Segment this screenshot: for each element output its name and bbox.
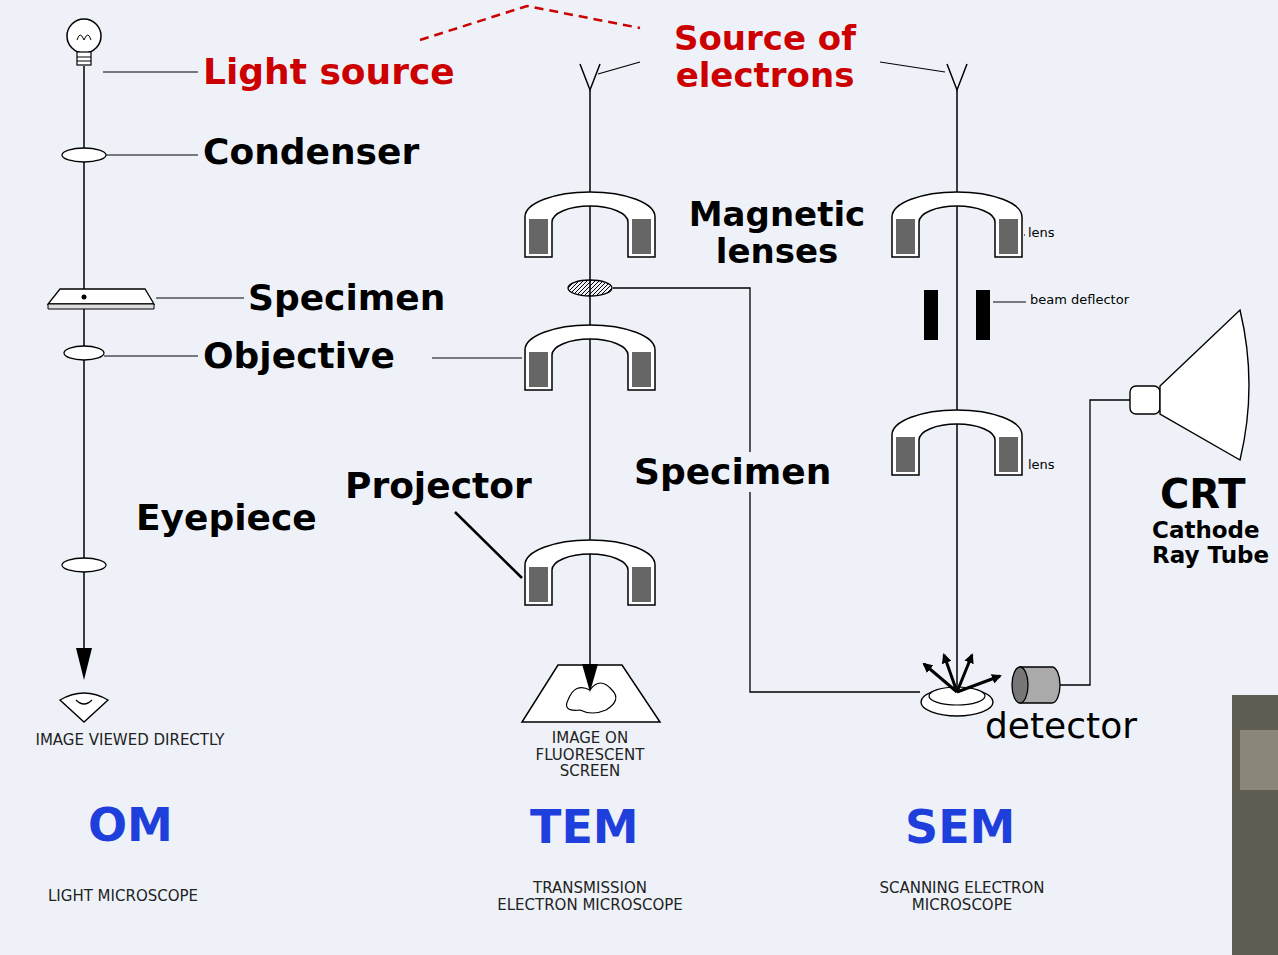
leader-line xyxy=(455,512,522,578)
specimen-dot xyxy=(82,295,87,300)
part-label: Cathode Ray Tube xyxy=(1152,518,1274,569)
small-part-label: beam deflector xyxy=(1030,293,1129,307)
leader-line xyxy=(1024,235,1025,236)
specimen-holder xyxy=(921,688,993,716)
microscope-name: SCANNING ELECTRON MICROSCOPE xyxy=(866,880,1058,913)
arrowhead xyxy=(582,664,598,692)
part-label: Condenser xyxy=(203,132,419,172)
microscope-name: TRANSMISSION ELECTRON MICROSCOPE xyxy=(494,880,686,913)
bulb-base xyxy=(77,52,91,65)
leader-line xyxy=(156,297,244,298)
photo-fragment xyxy=(1240,730,1278,790)
emission-arrow xyxy=(944,655,957,692)
photo-fragment xyxy=(1232,695,1278,955)
part-label: Projector xyxy=(345,466,532,506)
specimen-stage xyxy=(48,289,154,304)
magnetic-lens xyxy=(892,410,1022,475)
part-label: detector xyxy=(985,706,1137,746)
source-label: Light source xyxy=(203,52,455,92)
leader-line xyxy=(993,302,1026,303)
part-label: Specimen xyxy=(248,278,445,318)
specimen-wire xyxy=(613,288,920,692)
transmission-microscope xyxy=(432,64,920,722)
caption-label: IMAGE VIEWED DIRECTLY xyxy=(30,732,230,749)
bulb-symbol xyxy=(67,19,101,53)
fluorescent-screen xyxy=(522,665,660,722)
magnetic-lens xyxy=(525,325,655,390)
bulb-thread xyxy=(77,61,91,62)
beam-deflector-plate xyxy=(924,290,938,340)
magnetic-lens xyxy=(525,192,655,257)
electron-source xyxy=(947,64,967,90)
detector-face xyxy=(1012,667,1028,703)
beam-deflector-plate xyxy=(976,290,990,340)
microscope-acronym: TEM xyxy=(530,802,639,853)
part-label: Magnetic lenses xyxy=(662,196,892,271)
small-part-label: lens xyxy=(1028,226,1055,240)
leader-line xyxy=(880,62,945,72)
leader-line xyxy=(103,71,198,72)
source-label: Source of electrons xyxy=(645,20,885,95)
microscope-acronym: OM xyxy=(88,800,173,851)
part-label: Eyepiece xyxy=(136,498,317,538)
crt-symbol xyxy=(1160,310,1249,460)
condenser-lens xyxy=(62,148,106,162)
leader-line xyxy=(106,154,198,155)
part-label: CRT xyxy=(1160,472,1246,516)
arrowhead xyxy=(76,648,92,680)
leader-line xyxy=(432,357,522,358)
microscope-name: LIGHT MICROSCOPE xyxy=(48,888,198,905)
dashed-bracket xyxy=(420,6,640,40)
emission-arrow xyxy=(957,676,1000,692)
specimen-stage xyxy=(48,304,154,309)
magnetic-lens xyxy=(892,192,1022,257)
signal-wire xyxy=(1060,400,1130,685)
specimen-symbol xyxy=(568,280,612,296)
beam-axis xyxy=(956,90,958,690)
magnetic-lens xyxy=(525,540,655,605)
small-part-label: lens xyxy=(1028,458,1055,472)
filament xyxy=(77,35,91,40)
microscope-acronym: SEM xyxy=(905,802,1015,853)
eye-pupil xyxy=(76,700,92,704)
leader-line xyxy=(104,355,198,356)
beam-axis xyxy=(589,90,591,668)
eyepiece-lens xyxy=(62,558,106,572)
leader-line xyxy=(598,62,640,74)
scanning-microscope xyxy=(892,64,1249,716)
eye-symbol xyxy=(60,693,108,722)
objective-lens xyxy=(64,346,104,360)
caption-label: IMAGE ON FLUORESCENT SCREEN xyxy=(520,730,660,780)
bulb-thread xyxy=(77,57,91,58)
crt-neck xyxy=(1130,386,1160,414)
electron-source xyxy=(580,64,600,90)
part-label: Specimen xyxy=(630,452,835,492)
part-label: Objective xyxy=(203,336,395,376)
